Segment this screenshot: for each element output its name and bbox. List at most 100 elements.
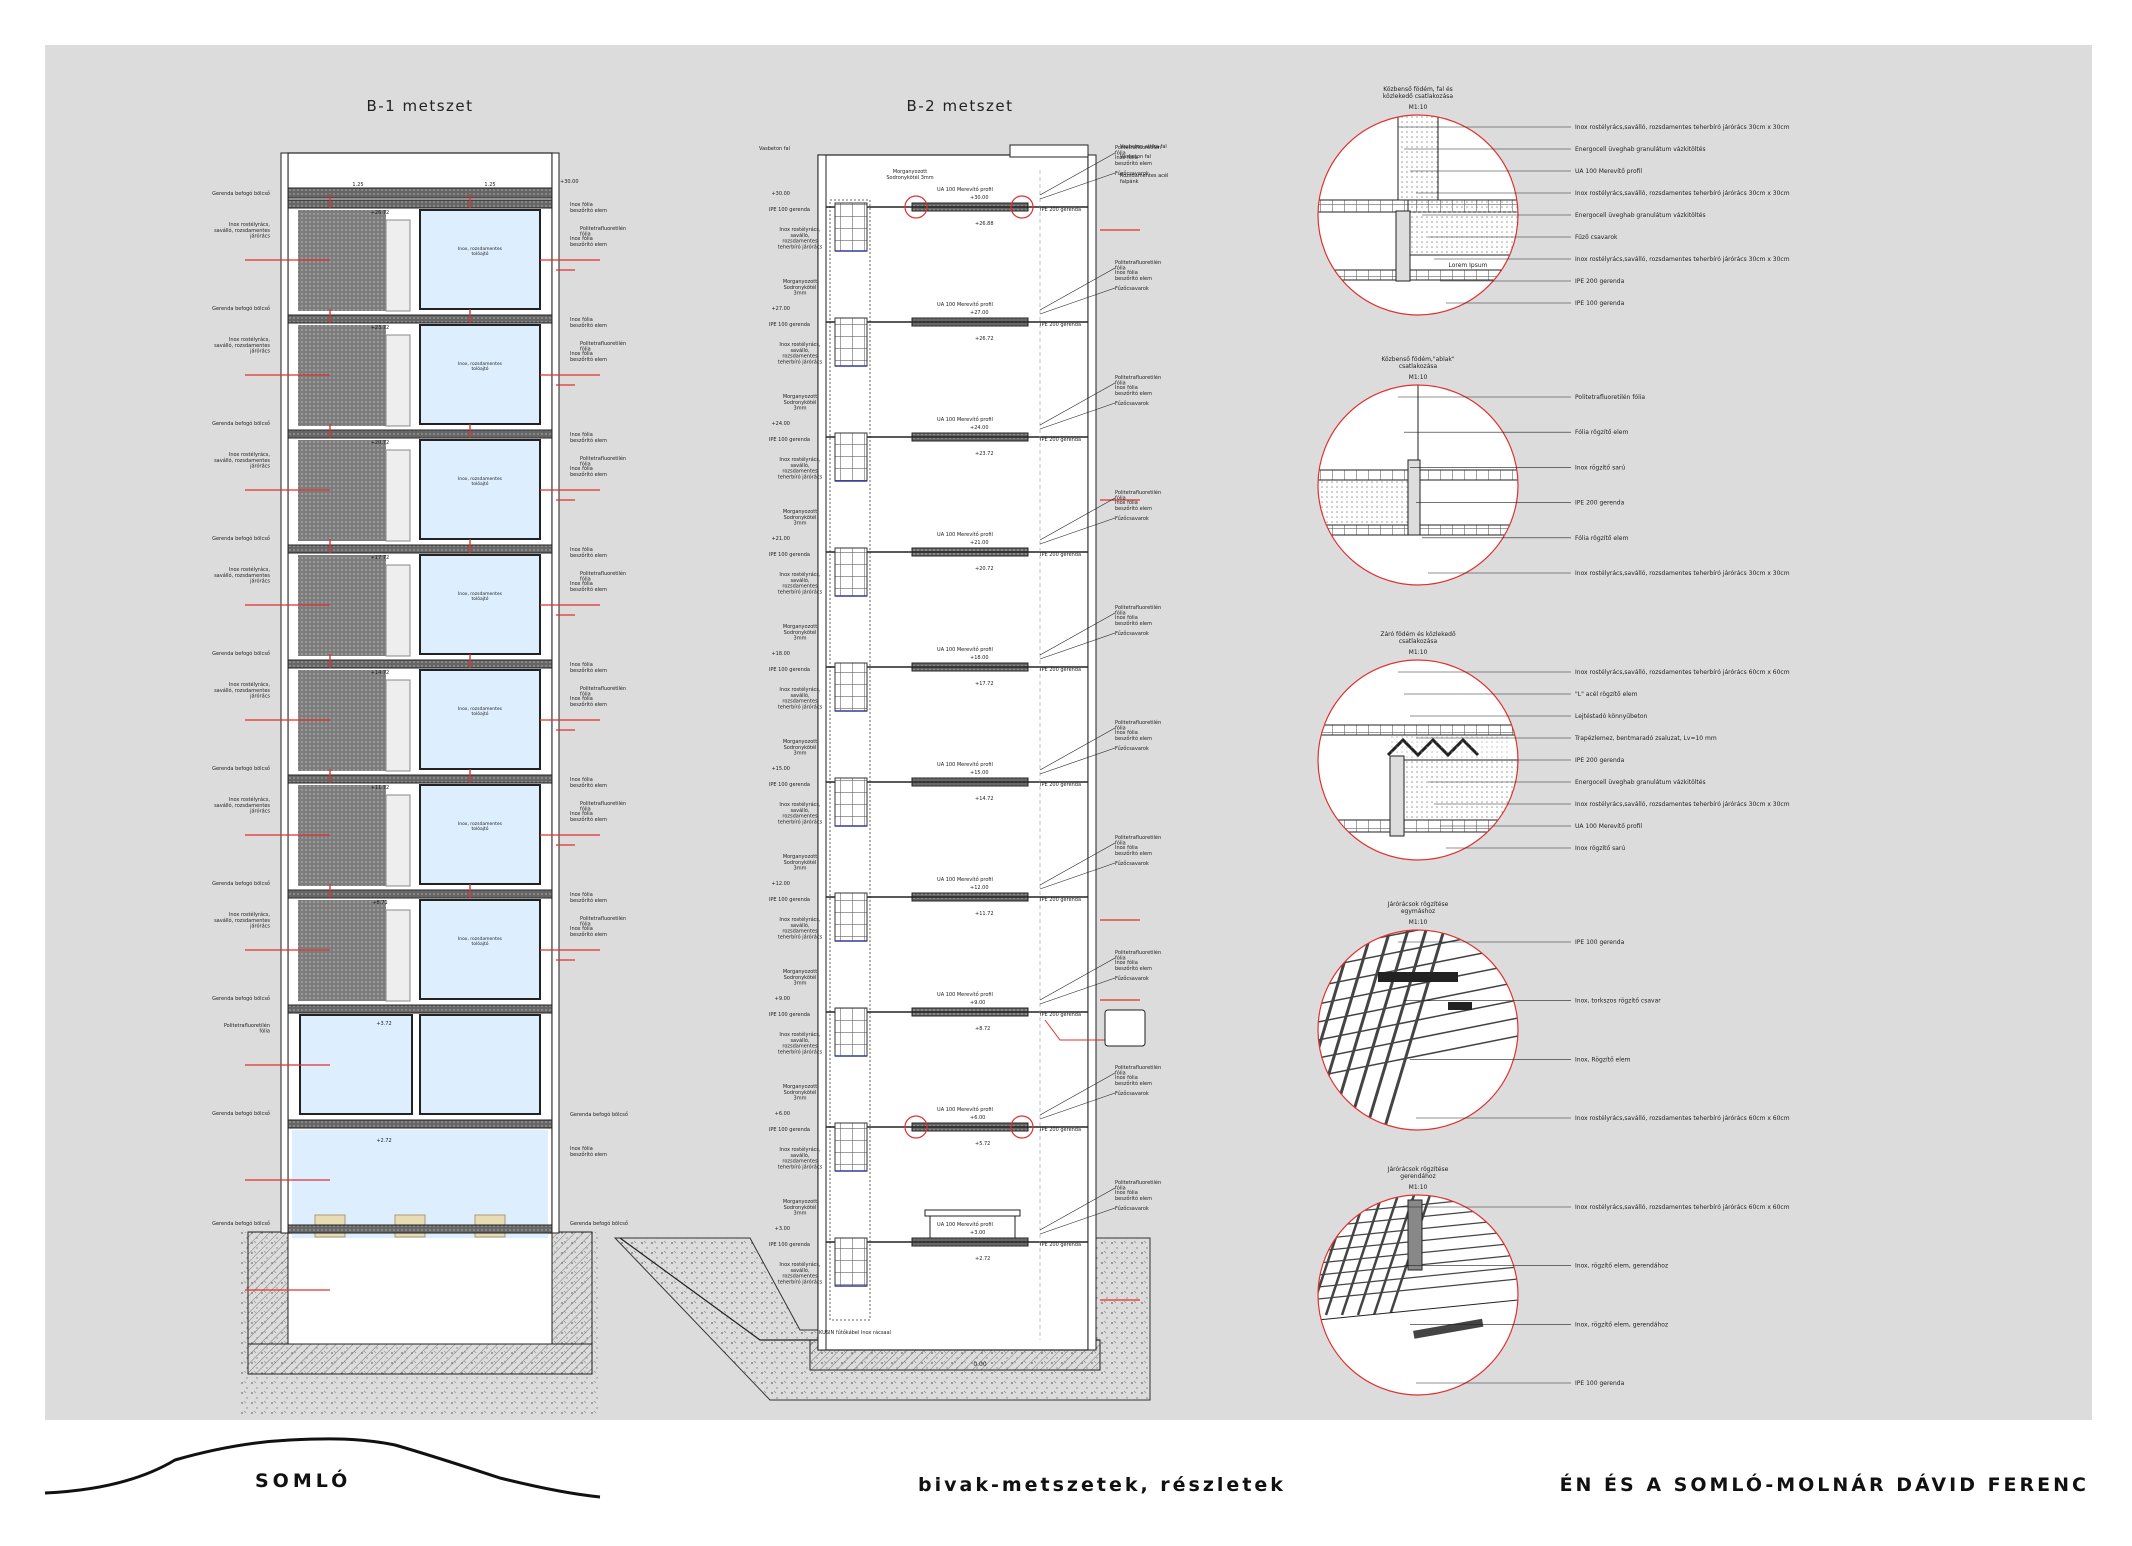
b2-leader (1039, 382, 1116, 426)
b2-label-ipe100: IPE 100 gerenda (769, 552, 810, 558)
b1-glass-panel (419, 554, 541, 655)
b2-sub-level: +2.72 (975, 1256, 990, 1262)
d1-ipe-beam (1395, 210, 1411, 282)
detail-label: Inox, rögzítő elem, gerendához (1575, 1321, 1668, 1328)
b1-floor-slab (287, 774, 553, 784)
b2-profile-label: UA 100 Merevítő profil (937, 1106, 993, 1113)
b2-sub-level: +8.72 (975, 1026, 990, 1032)
b2-leader (1039, 517, 1116, 545)
detail-label: Inox rostélyrács,saválló, rozsdamentes t… (1575, 570, 1790, 577)
b2-profile-label: UA 100 Merevítő profil (937, 531, 993, 538)
b2-left-level: +15.00 (771, 766, 790, 772)
detail-label: Lejtéstadó könnyűbeton (1575, 713, 1648, 720)
detail-label: IPE 200 gerenda (1575, 278, 1625, 285)
b2-stair-grate (834, 202, 868, 252)
b1-level-mark: +23.72 (371, 325, 390, 331)
b1-floor-slab (287, 544, 553, 554)
b1-label-beam: Gerenda befogó bölcső (212, 420, 270, 427)
b2-bench (924, 1209, 1021, 1217)
b2-label-bolts: Fűzőcsavarok (1115, 286, 1149, 292)
b2-attic (1009, 144, 1089, 158)
b2-stair-grate (834, 1007, 868, 1057)
d5-bolt (1407, 1199, 1423, 1271)
footer-logo-label: SOMLÓ (255, 1470, 352, 1492)
b2-label-bolts: Fűzőcsavarok (1115, 976, 1149, 982)
b2-leader (1039, 957, 1116, 1001)
b1-label-beam: Gerenda befogó bölcső (212, 650, 270, 657)
b2-level-mark: +27.00 (970, 310, 989, 316)
b2-left-level: +21.00 (771, 536, 790, 542)
b2-level-mark: +12.00 (970, 885, 989, 891)
b1-label-beam: Gerenda befogó bölcső (212, 190, 270, 197)
b2-level-mark: +30.00 (970, 195, 989, 201)
b1-floor-slab (287, 1004, 553, 1014)
b2-left-level: +18.00 (771, 651, 790, 657)
b2-leader (1039, 727, 1116, 771)
detail-label: Inox rostélyrács,saválló, rozsdamentes t… (1575, 256, 1790, 263)
b1-floor-slab (287, 429, 553, 439)
d3-grate-bottom (1318, 819, 1518, 833)
b2-stair-grate (834, 317, 868, 367)
b2-sub-level: +20.72 (975, 566, 994, 572)
b2-label-bolts: Fűzőcsavarok (1115, 861, 1149, 867)
b2-stair-grate (834, 547, 868, 597)
b2-left-level: +6.00 (775, 1111, 790, 1117)
b2-label-ipe200: IPE 200 gerenda (1040, 1012, 1081, 1018)
b2-detail-circle (904, 195, 928, 219)
d4-grate-bar (1364, 930, 1428, 1130)
d4-grate-bar (1318, 1035, 1518, 1077)
b2-leader (1039, 862, 1116, 890)
b1-glass-panel (419, 784, 541, 885)
b2-label-ipe100: IPE 100 gerenda (769, 1242, 810, 1248)
b1-glass-panel (419, 899, 541, 1000)
b2-stair-grate (834, 1122, 868, 1172)
b2-level-mark: +6.00 (970, 1115, 985, 1121)
b2-stair-grate (834, 892, 868, 942)
b1-stair-void (385, 794, 411, 887)
detail-label: Inox rögzítő sarú (1575, 845, 1625, 852)
b2-label-ipe100: IPE 100 gerenda (769, 322, 810, 328)
b2-label-ipe200: IPE 200 gerenda (1040, 322, 1081, 328)
detail-label: Inox rostélyrács,saválló, rozsdamentes t… (1575, 1204, 1790, 1211)
b1-basement (287, 1231, 553, 1345)
detail-label: Energocell üveghab granulátum vázkitölté… (1575, 212, 1706, 219)
b2-level-mark: +24.00 (970, 425, 989, 431)
detail-label: Inox rostélyrács,saválló, rozsdamentes t… (1575, 190, 1790, 197)
b2-label-bolts: Fűzőcsavarok (1115, 171, 1149, 177)
d1-wall-fill (1397, 115, 1439, 201)
detail-label: IPE 200 gerenda (1575, 500, 1625, 507)
b2-wall-left (817, 154, 827, 1351)
d5-grate-bar (1318, 1266, 1518, 1288)
b1-wall-right (551, 152, 560, 1234)
b1-level-mark: +2.72 (376, 1138, 391, 1144)
b2-sub-level: +26.72 (975, 336, 994, 342)
b2-profile-label: UA 100 Merevítő profil (937, 876, 993, 883)
